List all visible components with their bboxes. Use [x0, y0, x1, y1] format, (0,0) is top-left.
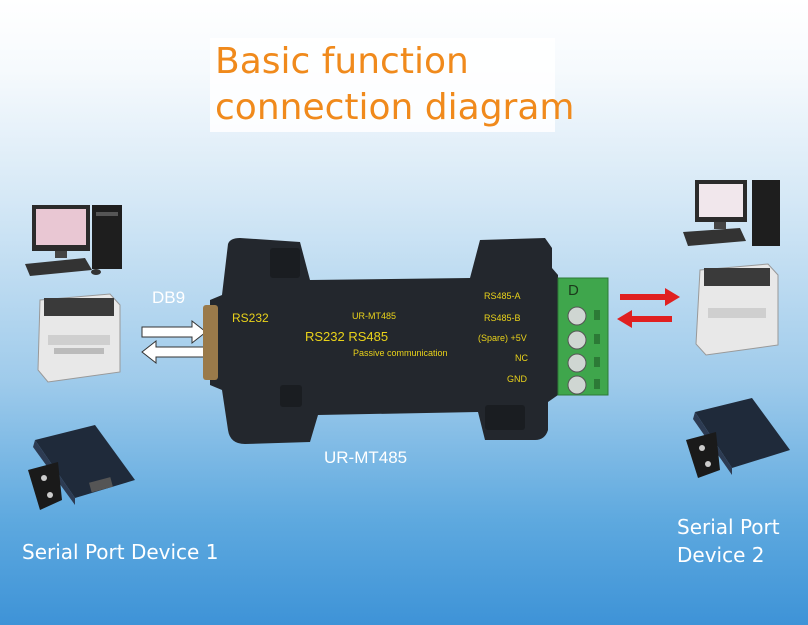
converter-rs232-rs485: RS232 RS485: [305, 329, 389, 344]
terminal-letter: D: [568, 282, 579, 299]
right-device-caption-line-1: Serial Port: [677, 515, 780, 539]
pin-label-gnd: GND: [507, 374, 527, 384]
diagram-title-line-1: Basic function: [215, 41, 469, 82]
left-printer-icon: [37, 293, 121, 383]
right-desktop-computer-icon: [683, 180, 780, 246]
right-printer-icon: [695, 263, 779, 356]
right-serial-device-icon: [686, 398, 790, 478]
left-desktop-computer-icon: [25, 205, 122, 276]
converter-port-rs232: RS232: [232, 311, 269, 325]
terminal-block-icon: [557, 277, 609, 396]
pin-label-rs485-b: RS485-B: [484, 313, 521, 323]
bidirectional-arrows-icon: [141, 319, 207, 365]
rs232-rs485-converter-icon: [203, 238, 558, 444]
right-device-caption-line-2: Device 2: [677, 543, 765, 567]
converter-model: UR-MT485: [352, 311, 397, 321]
db9-label: DB9: [152, 288, 186, 307]
left-device-caption: Serial Port Device 1: [22, 540, 219, 564]
pin-label-spare-5v: (Spare) +5V: [478, 333, 527, 343]
red-data-arrows-icon: [617, 288, 680, 328]
converter-passive-communication: Passive communication: [353, 348, 448, 358]
pin-label-nc: NC: [515, 353, 528, 363]
diagram-title-line-2: connection diagram: [215, 87, 575, 128]
model-caption: UR-MT485: [324, 448, 408, 467]
pin-label-rs485-a: RS485-A: [484, 291, 521, 301]
left-serial-device-icon: [28, 425, 135, 510]
title-background: [210, 38, 555, 132]
